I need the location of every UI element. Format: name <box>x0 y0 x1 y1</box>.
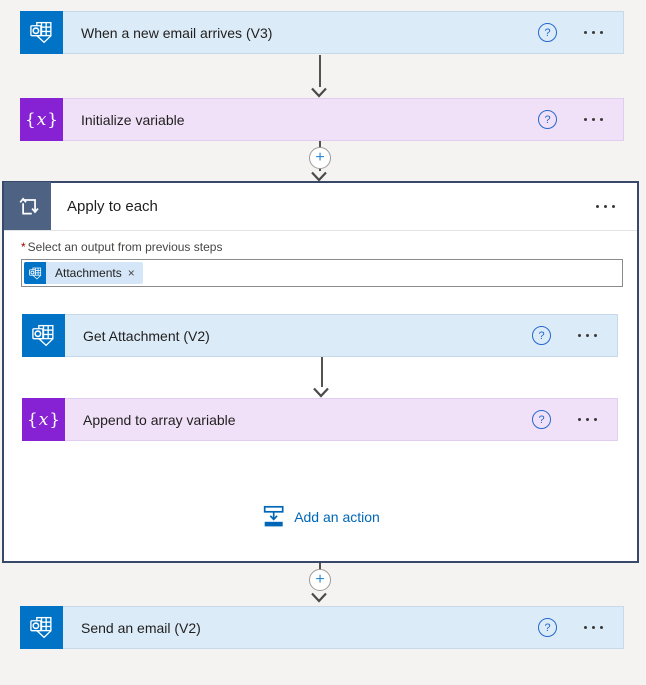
ellipsis-menu-icon[interactable] <box>578 330 597 341</box>
connector-line <box>321 357 323 387</box>
output-token-input[interactable]: Attachments × <box>21 259 623 287</box>
variable-icon: {x} <box>22 398 65 441</box>
variable-glyph: x <box>36 109 47 130</box>
ellipsis-menu-icon[interactable] <box>596 201 637 212</box>
help-glyph: ? <box>538 329 545 342</box>
outlook-icon <box>20 606 63 649</box>
action-card-append-to-array[interactable]: {x} Append to array variable ? <box>22 398 618 441</box>
card-title: Send an email (V2) <box>81 619 201 636</box>
insert-step-plus-button[interactable]: + <box>309 147 331 169</box>
outlook-icon <box>22 314 65 357</box>
add-action-icon <box>261 505 285 528</box>
help-glyph: ? <box>544 621 551 634</box>
close-icon[interactable]: × <box>127 266 135 280</box>
action-card-send-email[interactable]: Send an email (V2) ? <box>20 606 624 649</box>
ellipsis-menu-icon[interactable] <box>584 27 603 38</box>
add-action-button[interactable]: Add an action <box>261 505 380 528</box>
card-title: When a new email arrives (V3) <box>81 24 273 41</box>
trigger-card-when-new-email-arrives[interactable]: When a new email arrives (V3) ? <box>20 11 624 54</box>
card-title: Initialize variable <box>81 111 185 128</box>
connector-line <box>319 55 321 87</box>
outlook-icon <box>20 11 63 54</box>
help-icon[interactable]: ? <box>538 23 557 42</box>
apply-to-each-scope: Apply to each *Select an output from pre… <box>2 181 639 563</box>
scope-title: Apply to each <box>67 198 158 215</box>
help-icon[interactable]: ? <box>532 326 551 345</box>
help-icon[interactable]: ? <box>538 618 557 637</box>
action-card-get-attachment[interactable]: Get Attachment (V2) ? <box>22 314 618 357</box>
help-icon[interactable]: ? <box>538 110 557 129</box>
loop-icon <box>4 182 51 230</box>
plus-icon: + <box>315 149 325 166</box>
help-glyph: ? <box>544 26 551 39</box>
help-icon[interactable]: ? <box>532 410 551 429</box>
help-glyph: ? <box>544 113 551 126</box>
output-select-label-text: Select an output from previous steps <box>27 240 223 254</box>
arrow-down-icon <box>312 385 330 396</box>
add-action-label: Add an action <box>294 508 380 525</box>
token-label: Attachments <box>55 266 122 280</box>
arrow-down-icon <box>310 590 328 601</box>
card-title: Append to array variable <box>83 411 236 428</box>
ellipsis-menu-icon[interactable] <box>584 622 603 633</box>
plus-icon: + <box>315 571 325 588</box>
action-card-initialize-variable[interactable]: {x} Initialize variable ? <box>20 98 624 141</box>
ellipsis-menu-icon[interactable] <box>578 414 597 425</box>
variable-icon: {x} <box>20 98 63 141</box>
card-title: Get Attachment (V2) <box>83 327 210 344</box>
apply-to-each-header[interactable]: Apply to each <box>4 182 637 231</box>
help-glyph: ? <box>538 413 545 426</box>
attachments-token[interactable]: Attachments × <box>24 262 143 284</box>
output-select-label: *Select an output from previous steps <box>21 240 222 254</box>
insert-step-plus-button[interactable]: + <box>309 569 331 591</box>
ellipsis-menu-icon[interactable] <box>584 114 603 125</box>
arrow-down-icon <box>310 169 328 180</box>
outlook-icon <box>24 262 46 284</box>
variable-glyph: x <box>38 409 49 430</box>
arrow-down-icon <box>310 85 328 96</box>
required-marker: * <box>21 240 26 254</box>
